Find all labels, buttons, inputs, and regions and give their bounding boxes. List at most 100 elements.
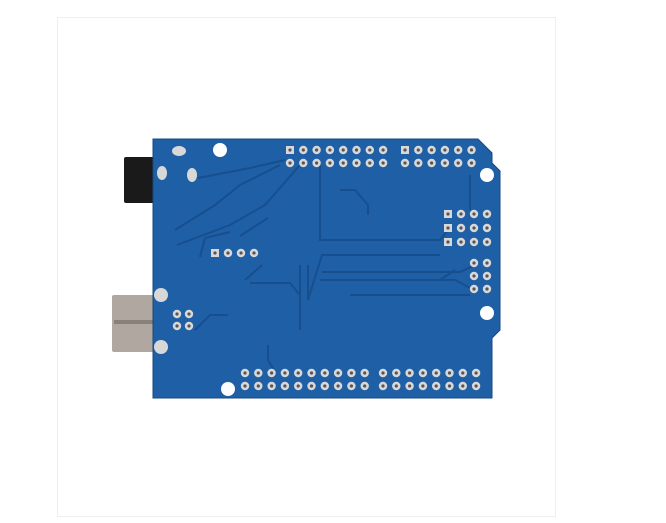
pin-hole bbox=[341, 161, 345, 165]
trace bbox=[176, 164, 301, 246]
pin-hole bbox=[363, 371, 367, 375]
pin-hole bbox=[288, 148, 292, 152]
pin-hole bbox=[403, 148, 407, 152]
pin-hole bbox=[354, 161, 359, 165]
pin-hole bbox=[175, 312, 179, 316]
pin-hole bbox=[341, 148, 345, 152]
pin-hole bbox=[349, 384, 353, 388]
pin-hole bbox=[474, 371, 478, 375]
trace bbox=[398, 269, 456, 281]
power-pad bbox=[187, 168, 197, 182]
pin-hole bbox=[328, 161, 332, 165]
power-pad bbox=[172, 146, 186, 156]
pin-hole bbox=[301, 148, 305, 152]
pcb-traces bbox=[174, 159, 476, 373]
pin-hole bbox=[270, 371, 274, 375]
pin-hole bbox=[354, 148, 359, 152]
pin-hole bbox=[315, 161, 319, 165]
pin-hole bbox=[296, 384, 300, 388]
trace bbox=[174, 164, 281, 231]
pin-hole bbox=[175, 324, 179, 328]
pin-hole bbox=[469, 161, 474, 165]
pin-hole bbox=[443, 148, 447, 152]
pin-hole bbox=[416, 161, 420, 165]
pin-hole bbox=[434, 384, 438, 388]
pin-hole bbox=[336, 371, 340, 375]
pin-hole bbox=[381, 148, 385, 152]
pin-hole bbox=[349, 371, 353, 375]
pin-hole bbox=[434, 371, 438, 375]
trace bbox=[250, 282, 301, 296]
pin-hole bbox=[283, 371, 287, 375]
pin-hole bbox=[430, 148, 434, 152]
pin-hole bbox=[421, 371, 425, 375]
pin-hole bbox=[243, 384, 247, 388]
trace bbox=[194, 314, 228, 331]
mounting-hole bbox=[221, 382, 235, 396]
pin-hole bbox=[447, 371, 452, 375]
pin-hole bbox=[459, 226, 463, 230]
pin-hole bbox=[408, 371, 412, 375]
pin-hole bbox=[456, 161, 460, 165]
mounting-holes bbox=[213, 143, 494, 396]
usb-connector bbox=[112, 295, 155, 352]
pin-hole bbox=[381, 161, 385, 165]
pin-hole bbox=[301, 161, 305, 165]
pin-hole bbox=[256, 384, 260, 388]
pin-hole bbox=[472, 261, 476, 265]
pin-hole bbox=[416, 148, 420, 152]
pin-hole bbox=[456, 148, 460, 152]
pin-hole bbox=[368, 161, 372, 165]
pcb bbox=[152, 138, 501, 399]
pin-hole bbox=[213, 251, 217, 255]
pin-hole bbox=[394, 371, 398, 375]
pin-hole bbox=[403, 161, 407, 165]
trace bbox=[320, 279, 475, 291]
trace bbox=[322, 264, 476, 273]
pin-hole bbox=[315, 148, 319, 152]
trace bbox=[244, 264, 263, 281]
pin-hole bbox=[309, 384, 314, 388]
mounting-hole bbox=[480, 306, 494, 320]
pin-hole bbox=[446, 240, 450, 244]
header-pins bbox=[154, 145, 492, 391]
pin-hole bbox=[270, 384, 274, 388]
pin-hole bbox=[288, 161, 292, 165]
pin-hole bbox=[256, 371, 260, 375]
mounting-hole bbox=[480, 168, 494, 182]
pin-hole bbox=[421, 384, 425, 388]
dc-power-jack bbox=[124, 157, 155, 203]
mounting-hole bbox=[213, 143, 227, 157]
pin-hole bbox=[461, 371, 465, 375]
pin-hole bbox=[328, 148, 332, 152]
pin-hole bbox=[394, 384, 398, 388]
pin-hole bbox=[381, 384, 385, 388]
power-pad bbox=[157, 166, 167, 180]
pin-hole bbox=[459, 240, 463, 244]
trace bbox=[197, 159, 286, 179]
pin-hole bbox=[472, 287, 476, 291]
pin-hole bbox=[408, 384, 412, 388]
pin-hole bbox=[381, 371, 385, 375]
pin-hole bbox=[430, 161, 434, 165]
pin-hole bbox=[472, 212, 476, 216]
usb-shield-pad bbox=[154, 340, 168, 354]
pin-hole bbox=[472, 240, 476, 244]
pin-hole bbox=[485, 240, 489, 244]
pin-hole bbox=[485, 274, 489, 278]
pin-hole bbox=[447, 384, 452, 388]
pin-hole bbox=[461, 384, 465, 388]
pin-hole bbox=[443, 161, 447, 165]
trace bbox=[267, 345, 276, 373]
pin-hole bbox=[485, 287, 489, 291]
pin-hole bbox=[446, 226, 450, 230]
pin-hole bbox=[187, 312, 191, 316]
pin-hole bbox=[469, 148, 474, 152]
pin-hole bbox=[446, 212, 450, 216]
pin-hole bbox=[459, 212, 463, 216]
trace bbox=[319, 165, 451, 241]
pin-hole bbox=[252, 251, 256, 255]
pin-hole bbox=[323, 371, 327, 375]
trace bbox=[340, 189, 369, 215]
